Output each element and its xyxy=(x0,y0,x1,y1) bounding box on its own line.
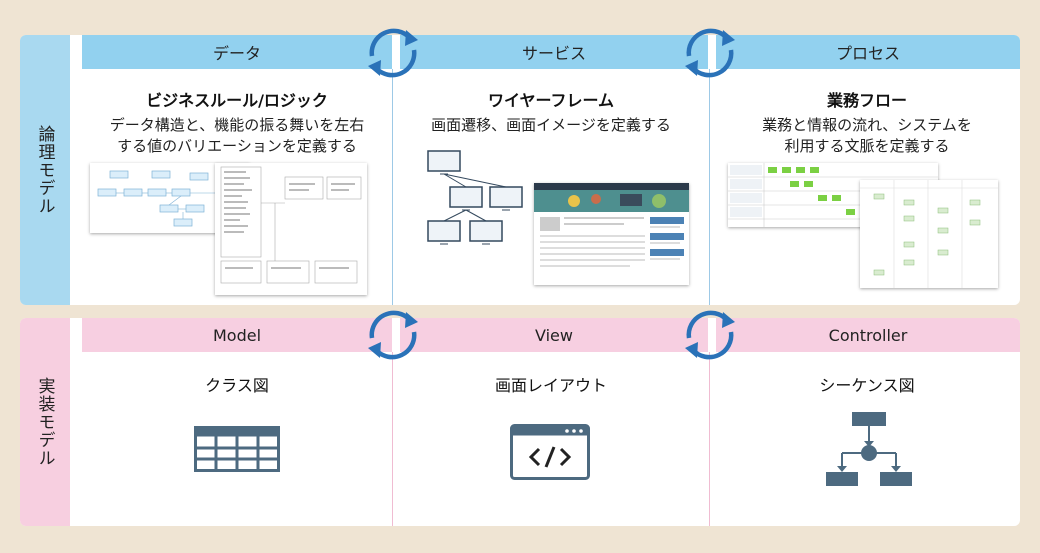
divider xyxy=(709,69,710,305)
sync-arrows-icon xyxy=(685,28,735,78)
divider xyxy=(709,352,710,526)
header-view: View xyxy=(400,318,708,352)
header-data: データ xyxy=(82,35,392,69)
sequence-diagram-icon xyxy=(826,410,912,494)
header-controller: Controller xyxy=(716,318,1020,352)
divider xyxy=(392,69,393,305)
sync-arrows-icon xyxy=(685,310,735,360)
column-description: データ構造と、機能の振る舞いを左右 する値のバリエーションを定義する xyxy=(109,116,365,155)
column-title-wireframe: ワイヤーフレーム xyxy=(487,91,615,110)
header-process: プロセス xyxy=(716,35,1020,69)
column-title-business-flow: 業務フロー xyxy=(826,91,907,110)
implementation-model-side-label: 実装モデル xyxy=(20,318,70,526)
header-model: Model xyxy=(82,318,392,352)
sync-arrows-icon xyxy=(368,28,418,78)
logical-model-panel: 論理モデル データ サービス プロセス ビジネスルール/ロジック データ構造と、… xyxy=(20,35,1020,305)
flowchart-thumbnail xyxy=(860,180,998,288)
wireframe-tree-icon xyxy=(420,147,530,247)
column-title-screen-layout: 画面レイアウト xyxy=(494,376,607,395)
sync-arrows-icon xyxy=(368,310,418,360)
column-title-business-rules: ビジネスルール/ロジック xyxy=(146,91,328,110)
table-grid-icon xyxy=(194,426,280,476)
header-service: サービス xyxy=(400,35,708,69)
column-title-class-diagram: クラス図 xyxy=(205,376,269,395)
implementation-model-panel: 実装モデル Model View Controller クラス図 画面レイアウト… xyxy=(20,318,1020,526)
logical-model-side-label: 論理モデル xyxy=(20,35,70,305)
code-window-icon xyxy=(510,424,590,484)
divider xyxy=(392,352,393,526)
column-description: 画面遷移、画面イメージを定義する xyxy=(431,116,671,134)
data-table-thumbnail xyxy=(215,163,367,295)
column-description: 業務と情報の流れ、システムを 利用する文脈を定義する xyxy=(762,116,972,155)
column-title-sequence-diagram: シーケンス図 xyxy=(819,376,915,395)
screen-mockup-thumbnail xyxy=(534,183,689,285)
